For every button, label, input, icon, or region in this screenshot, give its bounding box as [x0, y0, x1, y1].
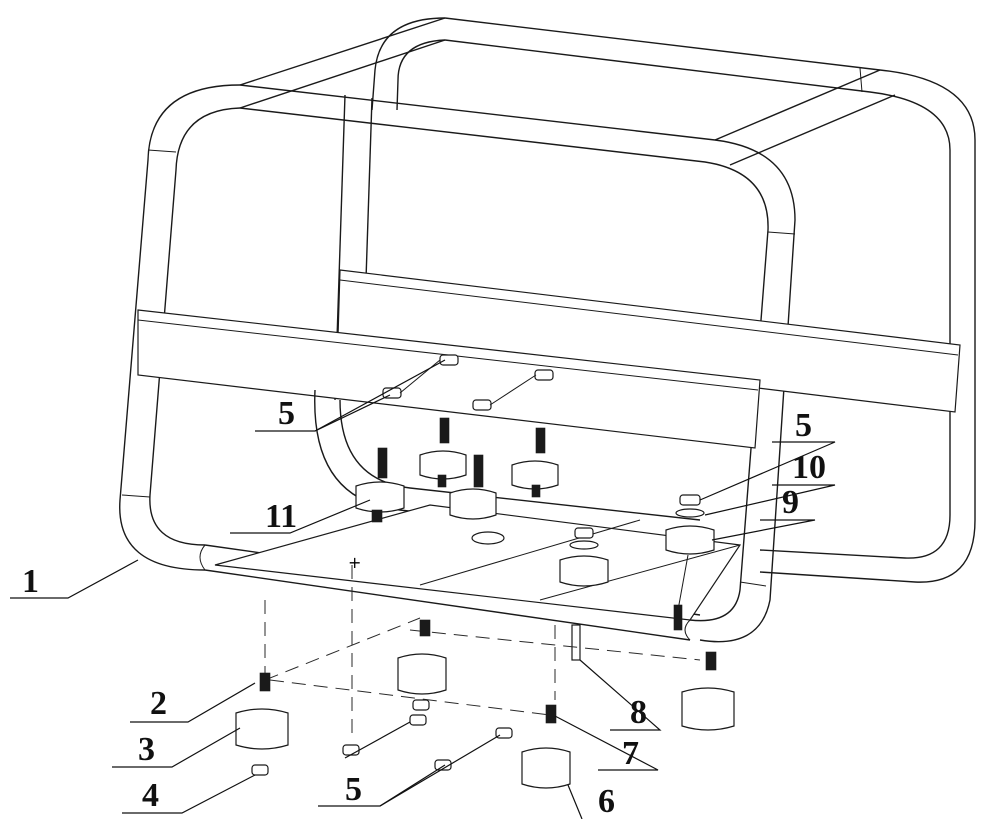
callout-5-right: 5: [795, 407, 812, 444]
svg-text:+: +: [348, 553, 361, 572]
callout-10: 10: [792, 449, 826, 486]
callout-8: 8: [630, 694, 647, 731]
upper-mounts: [355, 417, 559, 523]
callout-4: 4: [142, 777, 159, 814]
upper-nuts: [382, 354, 554, 411]
leader-lines: [10, 359, 836, 819]
callout-labels: 1 2 3 4 5 5 5 6 7 8 9 10 11: [22, 395, 826, 819]
callout-6: 6: [598, 783, 615, 819]
callout-7: 7: [622, 735, 639, 772]
callout-2: 2: [150, 685, 167, 722]
callout-3: 3: [138, 731, 155, 768]
callout-11: 11: [265, 498, 297, 535]
callout-5-lower: 5: [345, 771, 362, 808]
callout-9: 9: [782, 484, 799, 521]
callout-1: 1: [22, 563, 39, 600]
rear-tube-frame: [371, 17, 976, 583]
cross-beam-upper: [337, 269, 961, 413]
right-mount-stack: [559, 494, 715, 661]
callout-5-upper: 5: [278, 395, 295, 432]
top-rails: [239, 17, 896, 166]
base-plate: +: [214, 504, 742, 621]
